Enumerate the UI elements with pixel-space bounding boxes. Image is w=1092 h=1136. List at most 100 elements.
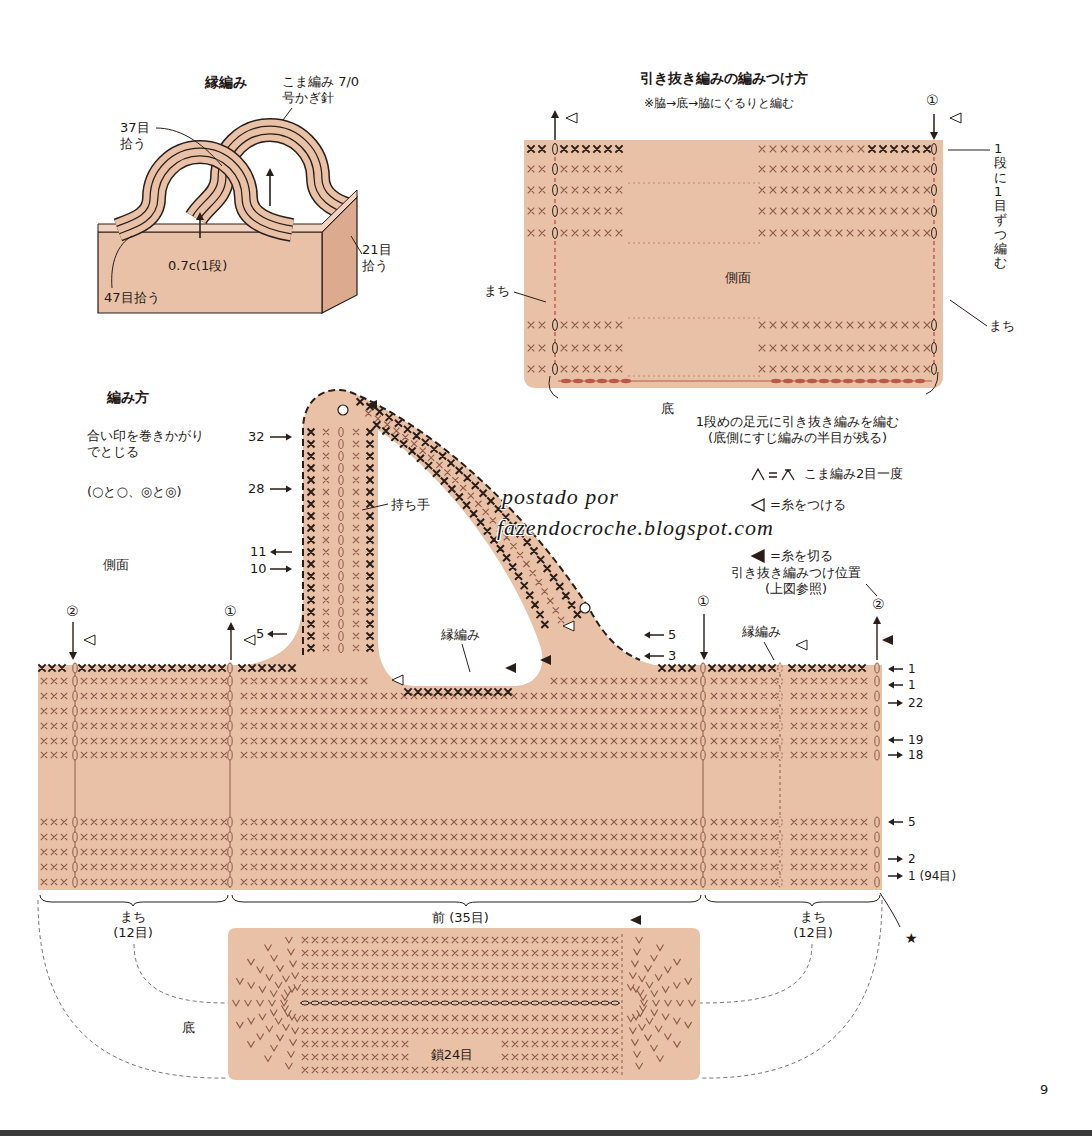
increase-stitch bbox=[233, 937, 696, 1069]
handle-ring bbox=[118, 152, 292, 230]
section-heading: 編み方 bbox=[107, 389, 149, 407]
annotation-label: 1段に1目ずつ編む bbox=[994, 142, 1007, 271]
row-number: 5 bbox=[668, 627, 676, 643]
legend-symbol bbox=[750, 466, 800, 482]
row-number: 5 bbox=[256, 626, 264, 642]
slip-stitch bbox=[561, 379, 925, 383]
legend-entry: こま編み2目一度 bbox=[750, 466, 903, 482]
note: ※脇→底→脇にぐるりと編む bbox=[644, 96, 794, 111]
side-panel-shape bbox=[524, 140, 943, 388]
row-arrow bbox=[69, 434, 903, 880]
star-mark: ★ bbox=[905, 930, 918, 948]
annotation-label: まち bbox=[989, 318, 1015, 334]
stitch-marks bbox=[302, 937, 618, 1073]
handle-ring bbox=[118, 152, 292, 230]
leader-line bbox=[880, 893, 900, 927]
annotation-label: 底 bbox=[661, 401, 674, 417]
handle-ring bbox=[118, 152, 292, 230]
leader-line bbox=[362, 504, 877, 672]
row-number: 28 bbox=[248, 481, 265, 497]
annotation-label: 0.7c(1段) bbox=[168, 258, 227, 274]
part-name: 側面 bbox=[722, 270, 754, 286]
part-name: 鎖24目 bbox=[428, 1047, 477, 1063]
section-heading: 縁編み bbox=[205, 74, 247, 92]
position-mark: ① bbox=[926, 92, 939, 110]
note: 合い印を巻きかがり でとじる bbox=[87, 428, 212, 461]
bottom-shape bbox=[228, 928, 700, 1080]
handle-ring bbox=[118, 152, 292, 230]
join-marker bbox=[84, 621, 807, 685]
bag-body-shape bbox=[38, 665, 882, 890]
row-number: 22 bbox=[908, 696, 923, 711]
legend-entry: =糸を切る bbox=[750, 548, 833, 564]
stitch-count: まち (12目) bbox=[110, 909, 156, 942]
section-heading: 引き抜き編みの編みつけ方 bbox=[640, 70, 808, 88]
row-number: 1 bbox=[908, 662, 916, 677]
side-panel: 側面 bbox=[524, 140, 943, 388]
match-mark bbox=[338, 405, 590, 613]
leader-line bbox=[112, 108, 362, 288]
position-mark: ② bbox=[66, 603, 79, 621]
legend-text: こま編み2目一度 bbox=[804, 466, 903, 482]
stitch-marks bbox=[527, 145, 930, 152]
turn-arrow bbox=[549, 372, 938, 398]
row-number: 1 bbox=[908, 678, 916, 693]
row-number: 11 bbox=[250, 544, 267, 560]
page-edge bbox=[0, 1130, 1092, 1136]
row-number: 5 bbox=[908, 815, 916, 830]
watermark: fazendocroche.blogspot.com bbox=[497, 517, 774, 539]
part-name: 持ち手 bbox=[388, 497, 433, 513]
watermark: postado por bbox=[502, 486, 619, 508]
annotation-label: 縁編み bbox=[441, 627, 480, 643]
legend-symbol bbox=[752, 499, 764, 511]
row-number: 1 (94目) bbox=[908, 869, 956, 884]
row-number: 3 bbox=[668, 648, 676, 664]
position-mark: ① bbox=[224, 603, 237, 621]
annotation-label: 縁編み bbox=[742, 624, 781, 640]
stitch-count: まち (12目) bbox=[790, 909, 836, 942]
pickup-arrow bbox=[196, 168, 274, 220]
slip-stitch-line bbox=[555, 150, 934, 372]
pickup-arrow bbox=[200, 173, 270, 238]
slip-stitch bbox=[553, 144, 937, 375]
slip-stitch bbox=[778, 663, 782, 887]
annotation-label: 底 bbox=[182, 1020, 195, 1036]
row-number: 2 bbox=[908, 852, 916, 867]
direction-arrow bbox=[555, 114, 934, 140]
position-mark: ① bbox=[697, 593, 710, 611]
slip-stitch bbox=[73, 428, 879, 888]
row-number: 18 bbox=[908, 748, 923, 763]
note: (○と○、◎と◎) bbox=[87, 484, 182, 500]
bag-edging-sketch bbox=[98, 108, 362, 313]
direction-arrow bbox=[551, 110, 938, 140]
legend-text: =糸を切る bbox=[770, 548, 833, 564]
stitch-marks bbox=[528, 146, 931, 373]
slip-stitch-panel bbox=[514, 110, 990, 398]
annotation-label: 側面 bbox=[103, 557, 129, 573]
omitted-rows bbox=[628, 183, 762, 376]
page-number: 9 bbox=[1040, 1082, 1048, 1098]
annotation-label: 37目 拾う bbox=[120, 120, 154, 153]
stitch-marks bbox=[41, 410, 867, 885]
legend-text: =糸をつける bbox=[770, 497, 846, 513]
row-number: 32 bbox=[248, 429, 265, 445]
leader-line bbox=[514, 150, 990, 326]
seam-line bbox=[75, 668, 703, 888]
seam-line bbox=[622, 934, 623, 1076]
note: 1段めの足元に引き抜き編みを編む (底側にすじ編みの半目が残る) bbox=[690, 414, 905, 447]
legend-symbol bbox=[750, 548, 766, 564]
bottom-piece: 鎖24目 bbox=[228, 928, 700, 1080]
chain-stitch bbox=[301, 1001, 619, 1005]
legend-symbol bbox=[752, 550, 764, 562]
bottom-piece-chart bbox=[228, 915, 700, 1080]
row-arrow bbox=[73, 437, 903, 876]
stitch-count: 前 (35目) bbox=[432, 910, 489, 926]
cut-marker bbox=[630, 915, 641, 925]
legend-symbol bbox=[750, 497, 766, 513]
bag-front bbox=[98, 232, 322, 313]
row-number: 10 bbox=[250, 561, 267, 577]
annotation-label: 21目 拾う bbox=[362, 242, 396, 275]
legend-entry: =糸をつける bbox=[750, 497, 846, 513]
